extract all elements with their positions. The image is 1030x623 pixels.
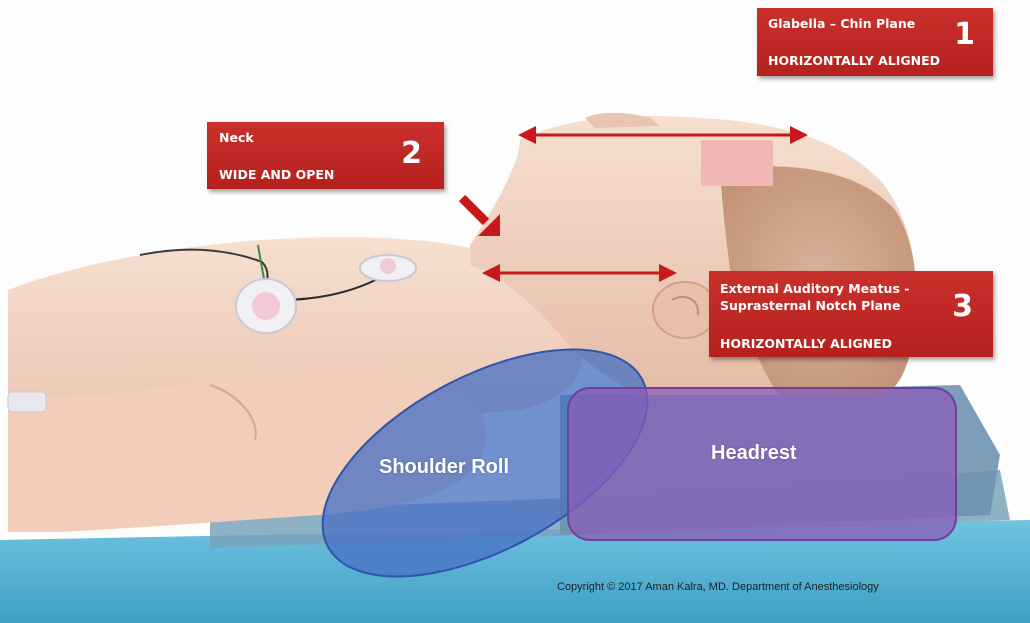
shoulder-roll-label: Shoulder Roll [379,456,509,479]
callout-2-title: Neck [219,130,254,145]
callout-2-number: 2 [401,136,422,171]
callout-glabella-chin-plane: Glabella – Chin Plane HORIZONTALLY ALIGN… [757,8,993,76]
blurred-region [701,140,773,186]
callout-1-subtitle: HORIZONTALLY ALIGNED [768,53,940,68]
callout-neck: Neck WIDE AND OPEN 2 [207,122,444,189]
headrest-label: Headrest [711,442,797,465]
callout-2-subtitle: WIDE AND OPEN [219,167,334,182]
callout-3-title: External Auditory Meatus - Suprasternal … [720,280,935,314]
callout-eam-suprasternal-plane: External Auditory Meatus - Suprasternal … [709,271,993,357]
callout-3-number: 3 [952,289,973,324]
callout-3-subtitle: HORIZONTALLY ALIGNED [720,336,892,351]
callout-1-title: Glabella – Chin Plane [768,16,915,31]
callout-1-number: 1 [954,17,975,52]
copyright-text: Copyright © 2017 Aman Kalra, MD. Departm… [557,581,879,593]
